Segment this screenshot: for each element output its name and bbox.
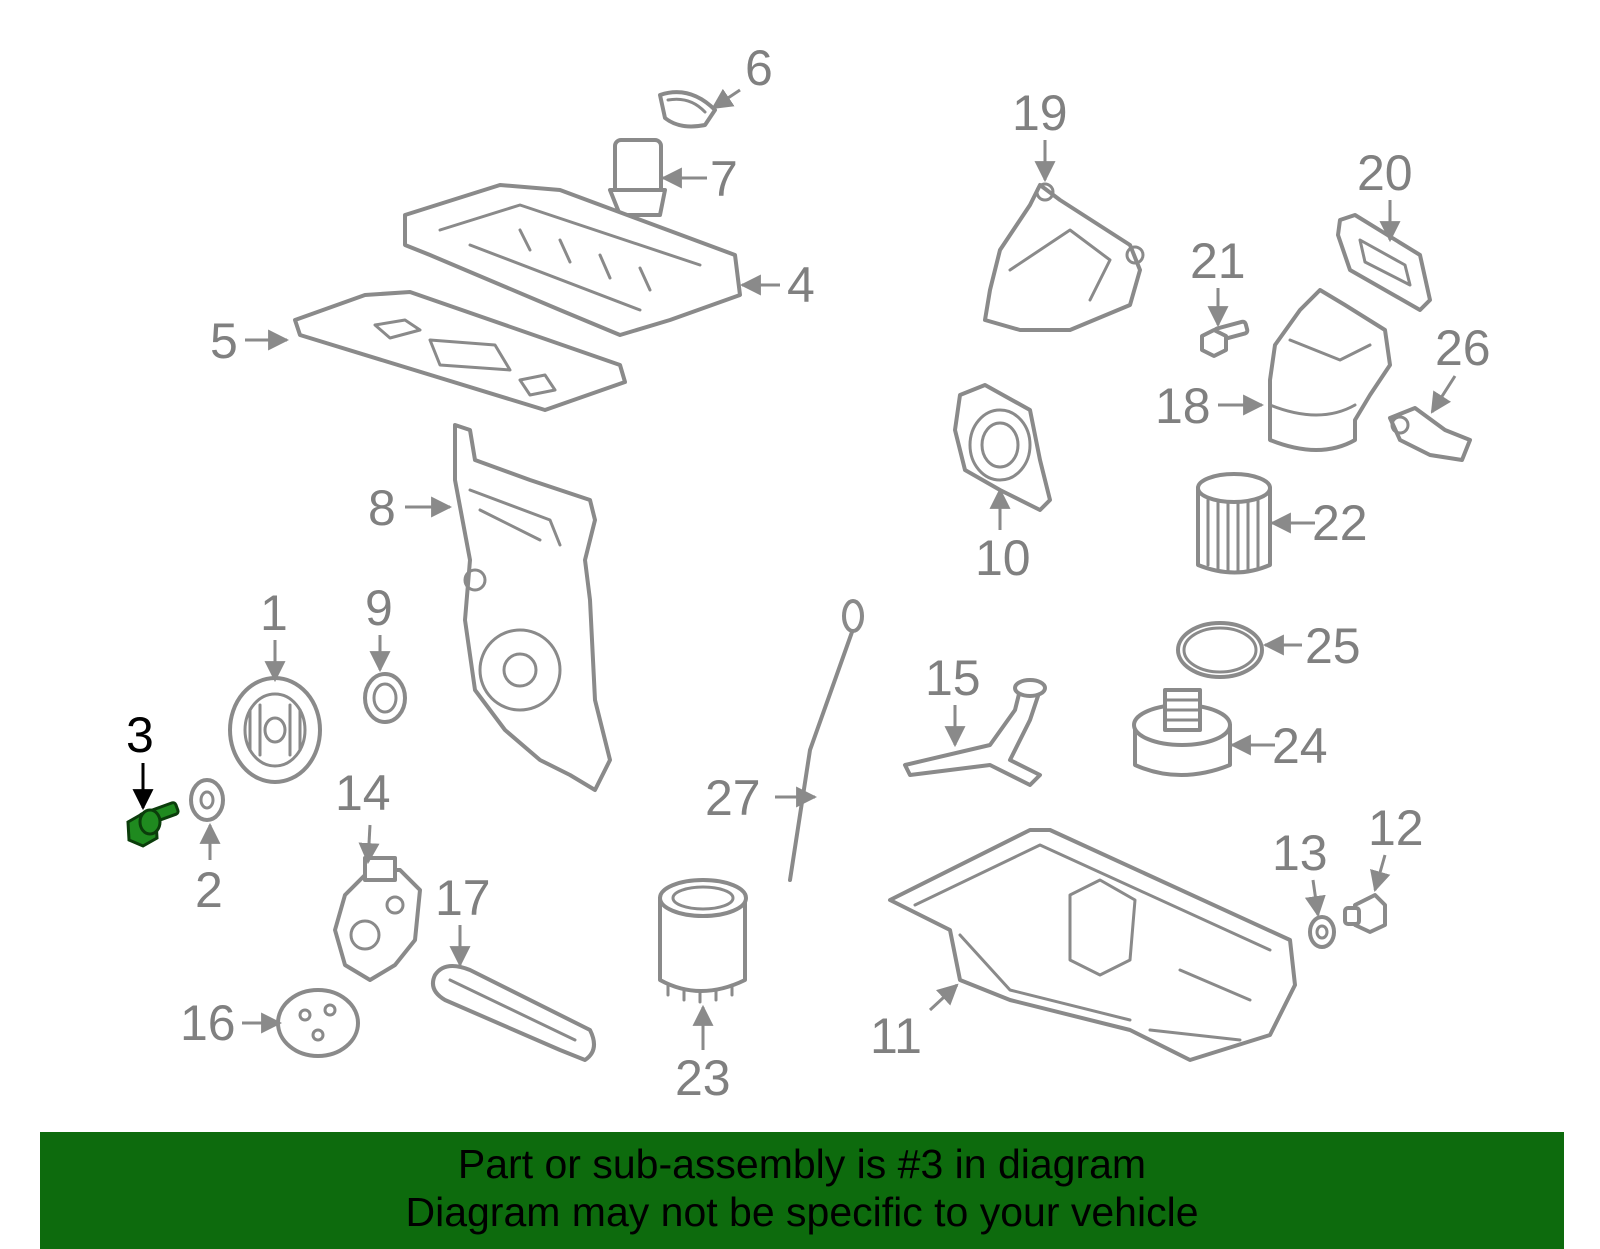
callout-27: 27 bbox=[705, 770, 761, 826]
callout-20: 20 bbox=[1357, 145, 1413, 201]
callout-8: 8 bbox=[368, 480, 396, 536]
part-7-filler-neck[interactable] bbox=[608, 138, 667, 217]
part-18-filter-adapter[interactable] bbox=[1268, 288, 1392, 452]
part-26-sensor[interactable] bbox=[1388, 406, 1472, 462]
part-2-washer[interactable] bbox=[189, 778, 225, 822]
callout-5: 5 bbox=[210, 313, 238, 369]
part-27-dipstick[interactable] bbox=[788, 599, 864, 882]
part-14-oil-pump[interactable] bbox=[333, 856, 422, 982]
part-25-o-ring[interactable] bbox=[1176, 621, 1264, 679]
callout-23: 23 bbox=[675, 1050, 731, 1106]
part-16-plate[interactable] bbox=[276, 988, 360, 1058]
part-5-gasket[interactable] bbox=[293, 290, 627, 412]
callout-18: 18 bbox=[1155, 378, 1211, 434]
callout-1: 1 bbox=[260, 585, 288, 641]
callout-12: 12 bbox=[1368, 800, 1424, 856]
callout-14: 14 bbox=[335, 765, 391, 821]
callout-6: 6 bbox=[745, 40, 773, 96]
callout-17: 17 bbox=[435, 870, 491, 926]
callout-13: 13 bbox=[1272, 825, 1328, 881]
part-21-bolt[interactable] bbox=[1200, 319, 1250, 358]
callout-9: 9 bbox=[365, 580, 393, 636]
part-22-filter-element[interactable] bbox=[1196, 472, 1272, 575]
callout-10: 10 bbox=[975, 530, 1031, 586]
callout-22: 22 bbox=[1312, 495, 1368, 551]
callout-7: 7 bbox=[710, 151, 738, 207]
callout-25: 25 bbox=[1305, 618, 1361, 674]
callout-15: 15 bbox=[925, 650, 981, 706]
banner-line-disclaimer: Diagram may not be specific to your vehi… bbox=[405, 1189, 1199, 1235]
part-19-housing[interactable] bbox=[983, 182, 1145, 332]
callout-21: 21 bbox=[1190, 233, 1246, 289]
callout-16: 16 bbox=[180, 995, 236, 1051]
callout-11: 11 bbox=[870, 1008, 922, 1064]
part-1-crank-pulley[interactable] bbox=[228, 676, 322, 784]
banner-line-part-number: Part or sub-assembly is #3 in diagram bbox=[457, 1141, 1147, 1187]
part-15-pickup-tube[interactable] bbox=[903, 678, 1047, 787]
part-4-valve-cover[interactable] bbox=[403, 183, 742, 337]
part-9-seal[interactable] bbox=[363, 672, 407, 724]
part-17-chain[interactable] bbox=[431, 964, 596, 1062]
part-12-drain-plug[interactable] bbox=[1343, 893, 1387, 934]
part-8-timing-cover[interactable] bbox=[453, 423, 612, 792]
callout-labels: 6 7 4 5 8 1 9 3 2 14 16 17 27 23 19 10 2… bbox=[126, 40, 1491, 1106]
part-24-filter-cap[interactable] bbox=[1132, 688, 1232, 777]
part-11-oil-pan[interactable] bbox=[888, 828, 1297, 1062]
callout-2: 2 bbox=[195, 862, 223, 918]
part-10-rear-seal[interactable] bbox=[953, 383, 1052, 512]
part-6-oil-cap[interactable] bbox=[658, 90, 717, 129]
part-13-washer[interactable] bbox=[1308, 915, 1336, 949]
part-3-bolt-highlighted[interactable] bbox=[126, 801, 180, 848]
leader-arrows bbox=[132, 88, 1457, 1050]
part-20-gasket[interactable] bbox=[1336, 213, 1432, 312]
callout-19: 19 bbox=[1012, 85, 1068, 141]
callout-4: 4 bbox=[787, 257, 815, 313]
parts-diagram: 6 7 4 5 8 1 9 3 2 14 16 17 27 23 19 10 2… bbox=[126, 40, 1491, 1106]
callout-26: 26 bbox=[1435, 320, 1491, 376]
callout-24: 24 bbox=[1272, 718, 1328, 774]
info-banner: Part or sub-assembly is #3 in diagram Di… bbox=[40, 1132, 1564, 1249]
callout-3-highlighted: 3 bbox=[126, 707, 154, 763]
part-23-oil-filter[interactable] bbox=[658, 878, 748, 1004]
